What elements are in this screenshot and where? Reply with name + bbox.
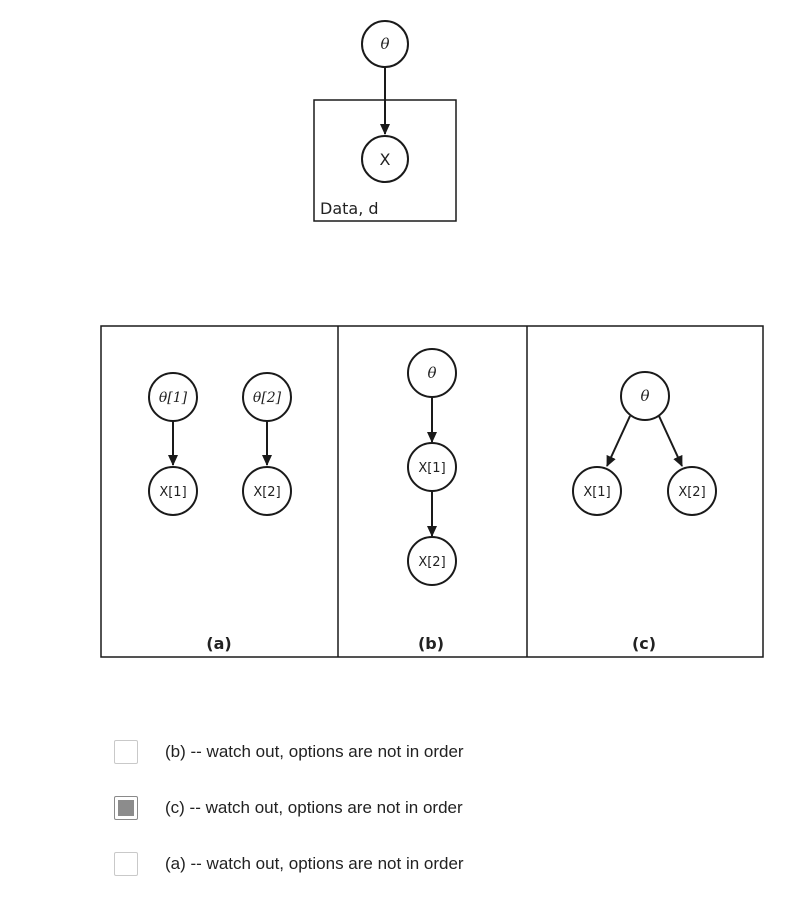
node-x-1: [572, 466, 622, 516]
caption-b: (b): [418, 634, 444, 653]
top-plate-diagram: θ X Data, d: [313, 20, 457, 222]
node-x-1-label: X[1]: [583, 485, 610, 500]
checkbox-option-a[interactable]: [114, 852, 138, 876]
node-x-2: [667, 466, 717, 516]
node-x-1: [407, 442, 457, 492]
node-x-2-label: X[2]: [678, 485, 705, 500]
caption-a: (a): [206, 634, 231, 653]
option-a-label[interactable]: (a) -- watch out, options are not in ord…: [165, 854, 464, 873]
answer-option-a[interactable]: (a) -- watch out, options are not in ord…: [114, 850, 464, 878]
node-theta: [620, 371, 670, 421]
checkbox-option-c[interactable]: [114, 796, 138, 820]
node-x: [361, 135, 409, 183]
node-x-1: [148, 466, 198, 516]
node-theta-1-label: θ[1]: [159, 390, 188, 406]
checkbox-option-b[interactable]: [114, 740, 138, 764]
graphical-models-figure: θ X Data, d θ[1] θ[2] X[1] X[2] (a) θ X[…: [100, 20, 764, 658]
data-plate: [313, 99, 457, 222]
node-theta-1: [148, 372, 198, 422]
answer-option-c[interactable]: (c) -- watch out, options are not in ord…: [114, 794, 463, 822]
plate-label: Data, d: [320, 199, 379, 218]
node-theta-2-label: θ[2]: [253, 390, 282, 406]
edge-theta-to-x1: [606, 415, 631, 467]
node-x-2: [242, 466, 292, 516]
node-theta-2: [242, 372, 292, 422]
node-x-label: X: [380, 150, 391, 169]
panel-a: θ[1] θ[2] X[1] X[2] (a): [148, 372, 292, 653]
node-theta-label: θ: [427, 364, 436, 382]
option-b-label[interactable]: (b) -- watch out, options are not in ord…: [165, 742, 464, 761]
node-x-1-label: X[1]: [159, 485, 186, 500]
panels-frame: [100, 325, 764, 658]
node-x-1-label: X[1]: [418, 461, 445, 476]
node-x-2: [407, 536, 457, 586]
node-theta: [361, 20, 409, 68]
node-x-2-label: X[2]: [253, 485, 280, 500]
node-theta-label: θ: [380, 35, 389, 53]
option-c-label[interactable]: (c) -- watch out, options are not in ord…: [165, 798, 463, 817]
panel-c: θ X[1] X[2] (c): [572, 371, 717, 653]
caption-c: (c): [632, 634, 656, 653]
edge-theta-to-x2: [658, 415, 683, 467]
node-theta: [407, 348, 457, 398]
node-theta-label: θ: [640, 387, 649, 405]
answer-option-b[interactable]: (b) -- watch out, options are not in ord…: [114, 738, 464, 766]
node-x-2-label: X[2]: [418, 555, 445, 570]
panel-b: θ X[1] X[2] (b): [407, 348, 457, 653]
